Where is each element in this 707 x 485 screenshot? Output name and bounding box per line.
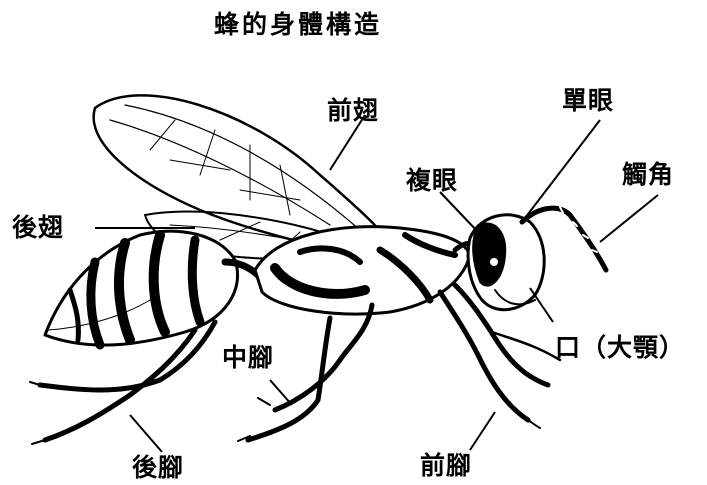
ocellus-pointer [525, 120, 600, 218]
label-mouth: 口（大顎） [555, 335, 685, 360]
label-forewing: 前翅 [327, 98, 379, 123]
hind-leg-pointer [130, 415, 162, 452]
mouth-pointer [530, 288, 553, 322]
label-hindwing: 後翅 [12, 215, 64, 240]
label-hind-leg: 後腳 [132, 455, 184, 480]
label-ocellus: 單眼 [562, 88, 614, 113]
diagram-title: 蜂的身體構造 [214, 12, 382, 37]
middle-leg-pointer [270, 380, 292, 405]
label-compound-eye: 複眼 [406, 168, 458, 193]
front-leg-pointer [470, 412, 495, 450]
antenna-pointer [600, 195, 658, 242]
label-middle-leg: 中腳 [222, 345, 274, 370]
compound-eye-pointer [440, 192, 478, 232]
label-antenna: 觸角 [622, 162, 674, 187]
label-front-leg: 前腳 [420, 453, 472, 478]
abdomen [45, 231, 238, 345]
